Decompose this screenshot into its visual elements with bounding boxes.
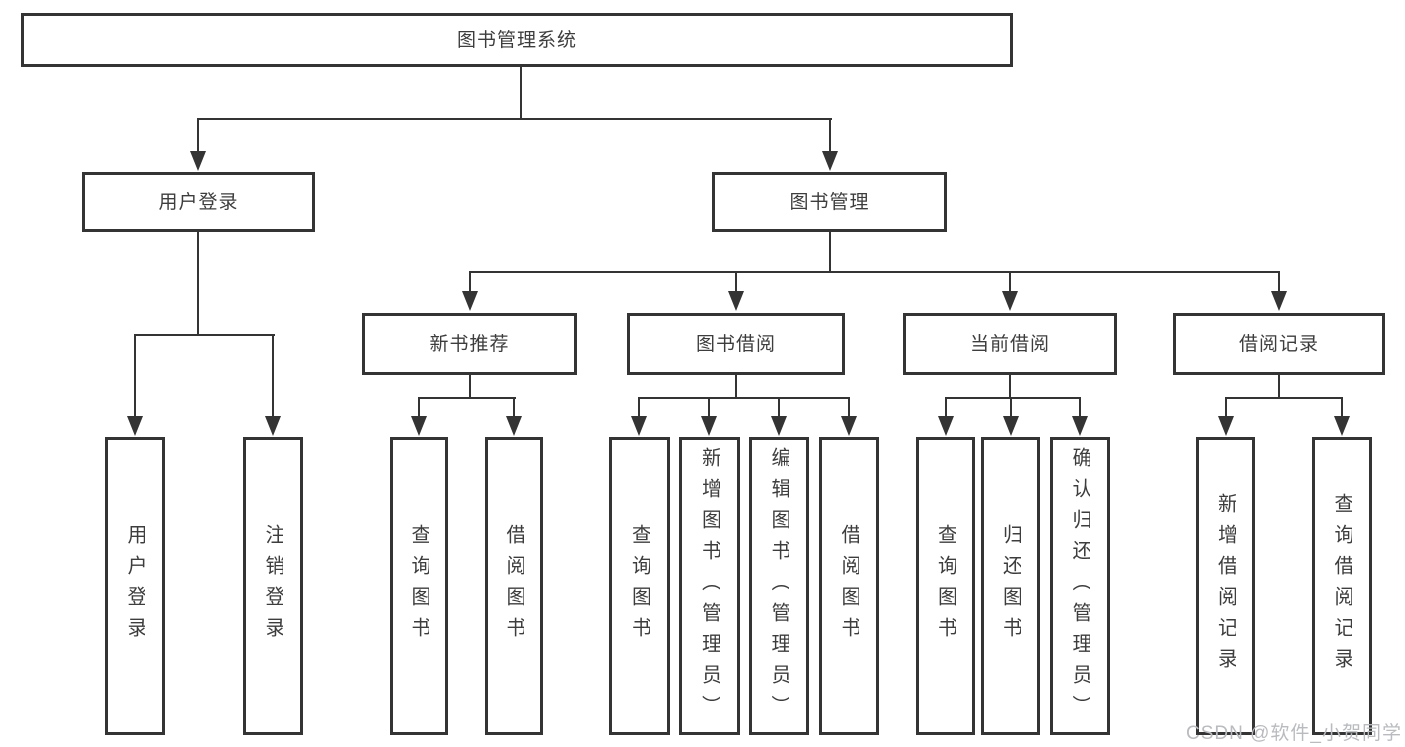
node-label: 确认归还（管理员） xyxy=(1070,446,1090,726)
connector-line xyxy=(848,397,850,417)
node-label: 新书推荐 xyxy=(429,333,510,355)
connector-line xyxy=(134,334,275,336)
arrow-down-icon xyxy=(841,416,857,436)
connector-line xyxy=(735,375,737,399)
arrow-down-icon xyxy=(1271,291,1287,311)
node-leaf-return-book: 归还图书 xyxy=(981,437,1040,735)
arrow-down-icon xyxy=(701,416,717,436)
node-label: 用户登录 xyxy=(158,191,239,213)
node-label: 编辑图书（管理员） xyxy=(769,446,789,726)
arrow-down-icon xyxy=(822,151,838,171)
node-label: 查询图书 xyxy=(629,524,650,648)
node-new-book-recommend: 新书推荐 xyxy=(362,313,577,375)
node-label: 借阅图书 xyxy=(839,524,859,648)
arrow-down-icon xyxy=(1072,416,1088,436)
node-label: 归还图书 xyxy=(1000,524,1021,648)
node-leaf-query-books-1: 查询图书 xyxy=(390,437,448,735)
node-label: 查询借阅记录 xyxy=(1332,493,1352,679)
connector-line xyxy=(272,334,274,418)
arrow-down-icon xyxy=(462,291,478,311)
node-label: 查询图书 xyxy=(935,524,956,648)
node-book-management: 图书管理 xyxy=(712,172,947,232)
node-borrow-record: 借阅记录 xyxy=(1173,313,1385,375)
connector-line xyxy=(945,397,947,417)
connector-line xyxy=(1278,375,1280,399)
arrow-down-icon xyxy=(127,416,143,436)
node-label: 查询图书 xyxy=(409,524,429,648)
connector-line xyxy=(829,118,831,154)
connector-line xyxy=(513,397,515,417)
arrow-down-icon xyxy=(771,416,787,436)
node-root-label: 图书管理系统 xyxy=(456,29,577,51)
connector-line xyxy=(1225,397,1227,417)
csdn-watermark: CSDN @软件_小贺同学 xyxy=(1186,723,1402,744)
connector-line xyxy=(945,397,1081,399)
node-leaf-user-login: 用户登录 xyxy=(105,437,165,735)
connector-line xyxy=(197,232,199,336)
node-leaf-confirm-return-admin: 确认归还（管理员） xyxy=(1050,437,1110,735)
node-label: 用户登录 xyxy=(125,524,145,648)
node-leaf-add-borrow-record: 新增借阅记录 xyxy=(1196,437,1255,735)
node-leaf-add-book-admin: 新增图书（管理员） xyxy=(679,437,740,735)
connector-line xyxy=(197,118,832,120)
arrow-down-icon xyxy=(265,416,281,436)
node-leaf-query-books-2: 查询图书 xyxy=(609,437,670,735)
connector-line xyxy=(1341,397,1343,417)
node-leaf-borrow-books-1: 借阅图书 xyxy=(485,437,543,735)
connector-line xyxy=(1225,397,1343,399)
connector-line xyxy=(520,67,522,120)
node-label: 图书借阅 xyxy=(695,333,776,355)
connector-line xyxy=(638,397,640,417)
connector-line xyxy=(829,232,831,273)
connector-line xyxy=(638,397,850,399)
node-label: 注销登录 xyxy=(263,524,283,648)
arrow-down-icon xyxy=(190,151,206,171)
node-leaf-borrow-books-2: 借阅图书 xyxy=(819,437,879,735)
node-current-borrow: 当前借阅 xyxy=(903,313,1117,375)
arrow-down-icon xyxy=(1334,416,1350,436)
connector-line xyxy=(1009,375,1011,399)
connector-line xyxy=(469,271,471,293)
connector-line xyxy=(1009,271,1011,293)
connector-line xyxy=(197,118,199,154)
node-leaf-logout: 注销登录 xyxy=(243,437,303,735)
connector-line xyxy=(469,375,471,399)
connector-line xyxy=(708,397,710,417)
node-label: 新增借阅记录 xyxy=(1215,493,1236,679)
arrow-down-icon xyxy=(1003,416,1019,436)
connector-line xyxy=(1010,397,1012,417)
connector-line xyxy=(469,271,1280,273)
connector-line xyxy=(418,397,516,399)
node-label: 新增图书（管理员） xyxy=(699,446,720,726)
connector-line xyxy=(778,397,780,417)
connector-line xyxy=(134,334,136,418)
node-user-login: 用户登录 xyxy=(82,172,315,232)
arrow-down-icon xyxy=(938,416,954,436)
node-label: 图书管理 xyxy=(789,191,870,213)
arrow-down-icon xyxy=(506,416,522,436)
node-leaf-edit-book-admin: 编辑图书（管理员） xyxy=(749,437,809,735)
node-label: 当前借阅 xyxy=(969,333,1050,355)
arrow-down-icon xyxy=(631,416,647,436)
node-label: 借阅记录 xyxy=(1238,333,1319,355)
arrow-down-icon xyxy=(1218,416,1234,436)
node-leaf-query-books-3: 查询图书 xyxy=(916,437,975,735)
connector-line xyxy=(1079,397,1081,417)
node-leaf-query-borrow-record: 查询借阅记录 xyxy=(1312,437,1372,735)
node-book-borrow: 图书借阅 xyxy=(627,313,845,375)
connector-line xyxy=(735,271,737,293)
arrow-down-icon xyxy=(728,291,744,311)
connector-line xyxy=(1278,271,1280,293)
connector-line xyxy=(418,397,420,417)
arrow-down-icon xyxy=(1002,291,1018,311)
node-label: 借阅图书 xyxy=(504,524,524,648)
node-root-system: 图书管理系统 xyxy=(21,13,1013,67)
arrow-down-icon xyxy=(411,416,427,436)
